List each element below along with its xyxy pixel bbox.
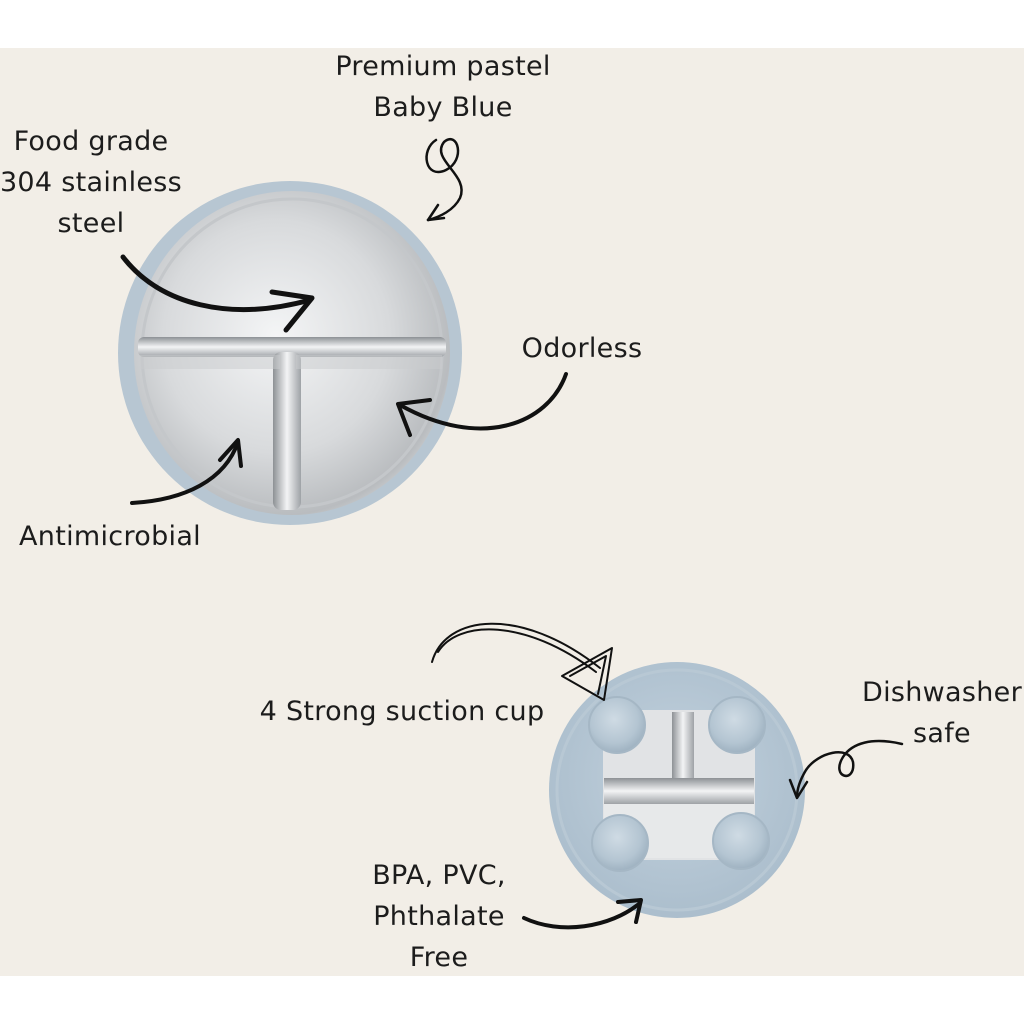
label-line: 304 stainless bbox=[0, 167, 183, 198]
label-suction-cup: 4 Strong suction cup bbox=[259, 696, 545, 727]
label-line: Food grade bbox=[13, 126, 169, 157]
suction-cup bbox=[712, 812, 770, 870]
curved-arrow-icon bbox=[431, 622, 613, 701]
label-line: Premium pastel bbox=[335, 51, 551, 82]
suction-cup bbox=[708, 696, 766, 754]
label-line: Dishwasher bbox=[862, 677, 1022, 708]
label-bpa-free: BPA, PVC, Phthalate Free bbox=[354, 855, 524, 978]
plate-divider-vertical bbox=[273, 352, 301, 510]
label-dishwasher-safe: Dishwasher safe bbox=[852, 672, 1024, 754]
plate-top-view bbox=[118, 181, 462, 525]
label-line: Phthalate bbox=[373, 901, 505, 932]
label-line: Free bbox=[409, 942, 469, 973]
loop-arrow-icon bbox=[425, 138, 463, 222]
loop-arrow-icon bbox=[788, 739, 904, 800]
label-odorless: Odorless bbox=[521, 333, 643, 364]
label-antimicrobial: Antimicrobial bbox=[19, 521, 201, 552]
label-line: safe bbox=[913, 718, 971, 749]
curved-arrow-icon bbox=[130, 438, 243, 505]
product-infographic bbox=[0, 48, 1024, 976]
suction-cup bbox=[591, 814, 649, 872]
label-line: BPA, PVC, bbox=[372, 860, 506, 891]
label-line: steel bbox=[57, 208, 125, 239]
label-food-grade: Food grade 304 stainless steel bbox=[0, 121, 186, 244]
curved-arrow-icon bbox=[522, 898, 643, 930]
plate-divider-horizontal bbox=[138, 337, 446, 357]
suction-cup bbox=[588, 696, 646, 754]
curved-arrow-icon bbox=[120, 254, 315, 333]
curved-arrow-icon bbox=[396, 372, 568, 437]
label-line: Baby Blue bbox=[373, 92, 513, 123]
label-premium-pastel: Premium pastel Baby Blue bbox=[323, 46, 563, 128]
suction-cups bbox=[588, 696, 770, 872]
plate-bottom-view bbox=[549, 662, 805, 918]
